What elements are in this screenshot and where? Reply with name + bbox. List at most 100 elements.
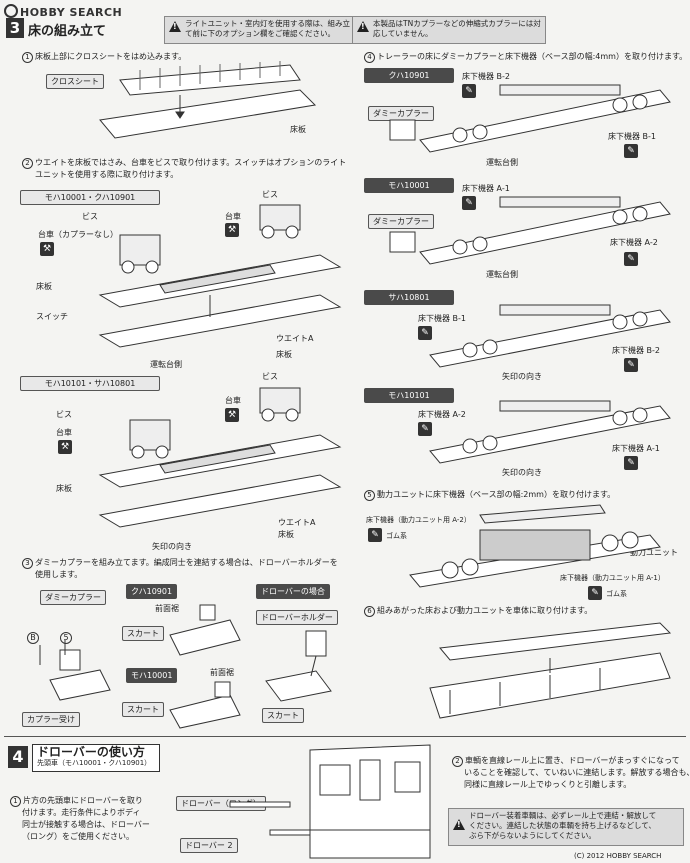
step-2-text-2: ユニットを使用する際に取り付けます。 [35, 170, 179, 179]
section-4-title-box: ドローバーの使い方 先頭車（モハ10001・クハ10901） [32, 744, 160, 772]
label-driver-side: 運転台側 [150, 360, 182, 369]
glue-icon: ✎ [624, 456, 638, 470]
moha-floor-drawing [389, 196, 671, 265]
label-drawbar-holder: ドローバーホルダー [256, 610, 338, 625]
glue-icon: ✎ [462, 196, 476, 210]
train-front-drawing [309, 744, 431, 859]
label-floor-b: 床板 [276, 350, 292, 359]
step-1-floor-drawing [99, 61, 317, 139]
power-unit-drawing [409, 504, 661, 588]
s4-step2-text-3: 同様に直線レール上でゆっくりと引離します。 [464, 780, 632, 789]
screwdriver-icon: ⚒ [225, 223, 239, 237]
saha-floor-drawing [429, 304, 671, 368]
label-dummy-coupler: ダミーカプラー [40, 590, 106, 605]
label-screw-a: ビス [262, 190, 278, 199]
glue-icon: ✎ [418, 422, 432, 436]
kuha-floor-drawing [389, 84, 671, 153]
label-weight-a: ウエイトA [276, 334, 314, 343]
label-bogie-b: 台車 [225, 396, 241, 405]
label-screw-d: ビス [56, 410, 72, 419]
label-moha-10101: モハ10101 [364, 388, 454, 403]
section-3-number: 3 [6, 18, 24, 38]
label-floor-a: 床板 [36, 282, 52, 291]
dummy-coupler-drawing [39, 640, 111, 701]
step-2-drawing-a [98, 204, 342, 348]
label-screw-b: ビス [82, 212, 98, 221]
screwdriver-icon: ⚒ [58, 440, 72, 454]
drawbar-holder-drawing [265, 630, 332, 702]
glue-icon: ✎ [624, 358, 638, 372]
label-power-a2: 床下機器（動力ユニット用 A-2） [366, 516, 471, 524]
label-bogie-c: 台車 [56, 428, 72, 437]
label-b2-a: 床下機器 B-2 [462, 72, 511, 81]
label-bogie-no-coupler: 台車（カプラーなし） [38, 230, 118, 239]
screwdriver-icon: ⚒ [40, 242, 54, 256]
step-2-drawing-b [98, 387, 342, 528]
label-b2-b: 床下機器 B-2 [612, 346, 661, 355]
section-4-number: 4 [8, 746, 28, 768]
glue-icon: ✎ [368, 528, 382, 542]
glue-icon: ✎ [418, 326, 432, 340]
group-label-moha-saha: モハ10101・サハ10801 [20, 376, 160, 391]
label-kuha-10901-b: クハ10901 [364, 68, 454, 83]
moha-10101-floor-drawing [429, 400, 671, 464]
label-moha-10001: モハ10001 [126, 668, 178, 683]
label-front-skirt-a: 前面裾 [155, 604, 179, 613]
label-kuha-10901: クハ10901 [126, 584, 178, 599]
warning-drawbar: ドローバー装着車輌は、必ずレール上で連結・解放して ください。連結した状態の車輌… [448, 808, 684, 846]
label-skirt-a: スカート [122, 626, 164, 641]
label-floor-d: 床板 [278, 530, 294, 539]
skirt-drawing-a [169, 604, 241, 656]
label-switch: スイッチ [36, 312, 68, 321]
label-floor: 床板 [290, 125, 306, 134]
watermark: HOBBY SEARCH [4, 4, 122, 19]
label-power-unit: 動力ユニット [630, 548, 678, 557]
label-skirt-c: スカート [262, 708, 304, 723]
group-label-moha-kuha: モハ10001・クハ10901 [20, 190, 160, 205]
label-arrow-dir-b: 矢印の向き [502, 468, 542, 477]
label-a2-b: 床下機器 A-2 [418, 410, 466, 419]
label-drawbar-2: ドローバー 2 [180, 838, 238, 853]
label-driver-side-a: 運転台側 [486, 158, 518, 167]
label-driver-side-b: 運転台側 [486, 270, 518, 279]
warning-icon [453, 819, 465, 830]
warning-icon [357, 21, 369, 32]
label-arrow-direction: 矢印の向き [152, 542, 192, 551]
label-skirt-b: スカート [122, 702, 164, 717]
glue-icon: ✎ [462, 84, 476, 98]
s4-step1-text-2: 付けます。走行条件によりボディ [22, 808, 141, 817]
label-weight-a-2: ウエイトA [278, 518, 316, 527]
s4-step2-text-2: いることを確認して、ていねいに連結します。解放する場合も、 [464, 768, 690, 777]
label-a2-a: 床下機器 A-2 [610, 238, 658, 247]
section-4-title: ドローバーの使い方 [37, 745, 145, 759]
label-dummy-coupler-b: ダミーカプラー [368, 214, 434, 229]
copyright: (C) 2012 HOBBY SEARCH [574, 852, 662, 860]
label-moha-10001-b: モハ10001 [364, 178, 454, 193]
label-b1-b: 床下機器 B-1 [418, 314, 467, 323]
label-arrow-dir-a: 矢印の向き [502, 372, 542, 381]
skirt-drawing-b [169, 681, 241, 729]
label-5: 5 [60, 632, 72, 644]
watermark-logo-icon [4, 4, 18, 18]
section-4-subtitle: 先頭車（モハ10001・クハ10901） [37, 759, 152, 767]
step-3-text-2: 使用します。 [35, 570, 83, 579]
label-b: B [27, 632, 39, 644]
label-power-a1: 床下機器（動力ユニット用 A-1） [560, 574, 665, 582]
glue-icon: ✎ [588, 586, 602, 600]
glue-icon: ✎ [624, 144, 638, 158]
label-b1-a: 床下機器 B-1 [608, 132, 657, 141]
s4-step1-text-3: 同士が接触する場合は、ドローバー [22, 820, 150, 829]
label-a1-a: 床下機器 A-1 [462, 184, 510, 193]
glue-icon: ✎ [624, 252, 638, 266]
warning-icon [169, 21, 181, 32]
car-body-drawing [429, 622, 672, 719]
label-cross-seat: クロスシート [46, 74, 104, 89]
screwdriver-icon: ⚒ [225, 408, 239, 422]
